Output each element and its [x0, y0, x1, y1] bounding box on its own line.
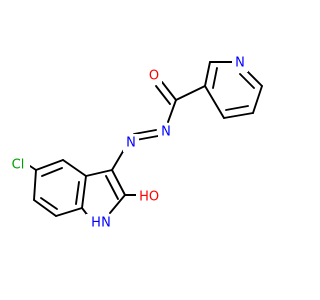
atom-amide-nitrogen: N: [161, 125, 171, 140]
bond-c3-c3a: [85, 169, 113, 177]
bond-pyr-c5-c4: [223, 112, 254, 119]
atom-hydroxyl-hydrogen: H: [139, 190, 149, 205]
bond-c2-n1: [109, 194, 126, 214]
bond-azo-double-a: [135, 135, 159, 141]
bond-c6-c7: [33, 199, 57, 217]
bond-c7-c7a: [55, 207, 83, 217]
atom-hydroxyl-oxygen: O: [149, 190, 159, 205]
bond-pyr-c4-c3: [204, 85, 225, 119]
atom-indole-nitrogen: N: [101, 216, 111, 231]
bond-c3-c2-double-b: [105, 175, 119, 200]
bond-azo-n-c3: [111, 147, 126, 171]
bond-c3a-c7a-inner: [75, 181, 80, 205]
atom-azo-nitrogen: N: [126, 136, 136, 151]
bond-c5-cl: [29, 165, 37, 171]
atom-chlorine: Cl: [12, 158, 25, 173]
bond-azo-double-b: [133, 129, 157, 135]
bond-c3a-c4: [62, 159, 87, 177]
structure-canvas: O N N N Cl O H H N: [6, 54, 263, 232]
bond-pyr-c2-c3: [204, 61, 211, 87]
bonds: [29, 61, 263, 222]
bond-pyr-c6-c5: [252, 85, 263, 114]
atom-pyridine-nitrogen: N: [235, 56, 245, 71]
bond-c3-c2-double-a: [111, 169, 126, 196]
bond-c3a-c7a: [81, 175, 87, 209]
bond-c-o-double-b: [155, 85, 171, 105]
bond-c6-c7-inner: [40, 197, 58, 210]
atom-carbonyl-oxygen: O: [149, 69, 159, 84]
bond-ring-carbonyl: [175, 85, 206, 101]
bond-c4-c5: [35, 159, 64, 171]
bond-c5-c6: [33, 169, 37, 201]
molecule-structure: O N N N Cl O H H N: [6, 54, 263, 232]
atom-labels: O N N N Cl O H H N: [6, 54, 248, 232]
bond-pyr-c5-c4-inner: [225, 105, 249, 111]
bond-c4-c5-inner: [41, 167, 63, 177]
bond-pyr-n-c6-inner: [239, 73, 255, 89]
bond-pyr-c2-c3-inner: [212, 67, 218, 89]
bond-carbonyl-n: [167, 99, 177, 123]
atom-indole-hydrogen: H: [91, 216, 101, 231]
bond-c-o-double-a: [161, 81, 177, 101]
